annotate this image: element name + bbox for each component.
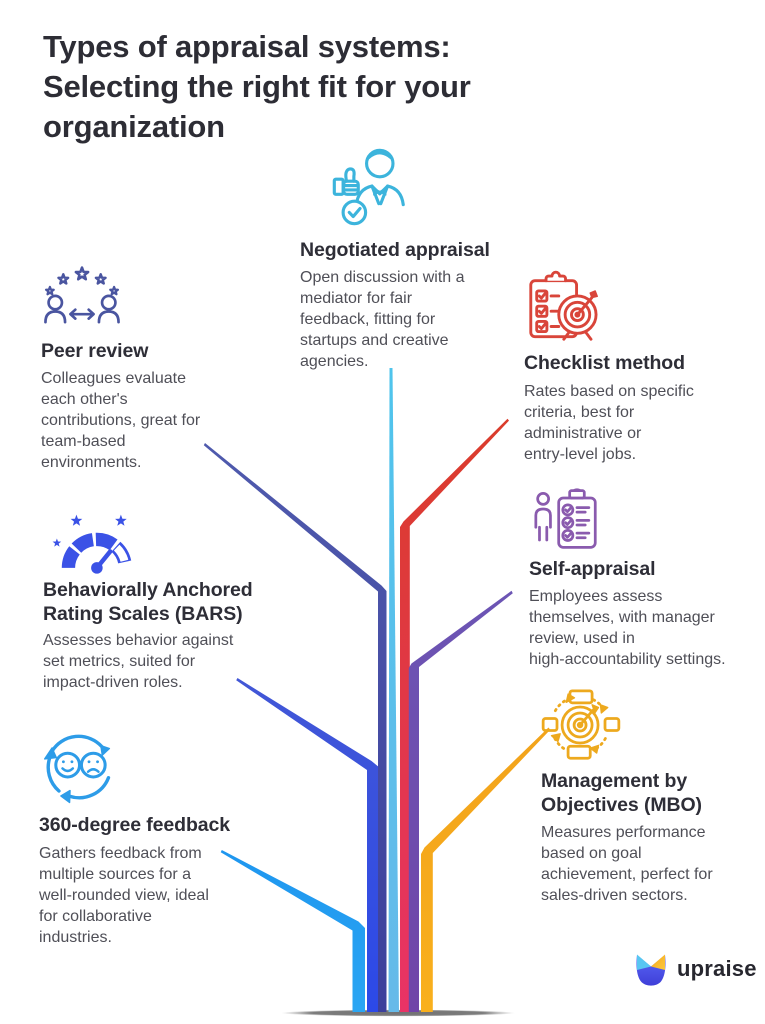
- upraise-logo: upraise: [633, 949, 757, 989]
- upraise-logo-text: upraise: [677, 956, 757, 981]
- ground-shadow: [281, 1009, 515, 1017]
- gauge-stars-icon: [43, 511, 273, 575]
- circular-arrows-faces-icon: [39, 730, 249, 804]
- line-mbo: [421, 727, 551, 1012]
- section-title: Checklist method: [524, 352, 685, 374]
- section-title: Self-appraisal: [529, 558, 656, 580]
- person-checklist-icon: [529, 487, 759, 551]
- section-title: Peer review: [41, 340, 149, 362]
- page-title: Types of appraisal systems:Selecting the…: [43, 29, 471, 144]
- section-360-degree-feedback: 360-degree feedback Gathers feedback fro…: [39, 730, 249, 948]
- target-cycle-icon: [541, 689, 741, 761]
- section-negotiated-appraisal: Negotiated appraisal Open discussion wit…: [300, 144, 500, 372]
- line-negotiated: [388, 368, 399, 1012]
- section-checklist-method: Checklist method Rates based on specific…: [524, 269, 734, 465]
- clipboard-target-icon: [524, 269, 734, 345]
- section-title: Negotiated appraisal: [300, 239, 490, 261]
- upraise-logo-mark: [636, 954, 666, 986]
- section-title: 360-degree feedback: [39, 814, 231, 836]
- mediator-thumbs-up-icon: [320, 144, 500, 232]
- peer-people-arrows-icon: [41, 264, 251, 334]
